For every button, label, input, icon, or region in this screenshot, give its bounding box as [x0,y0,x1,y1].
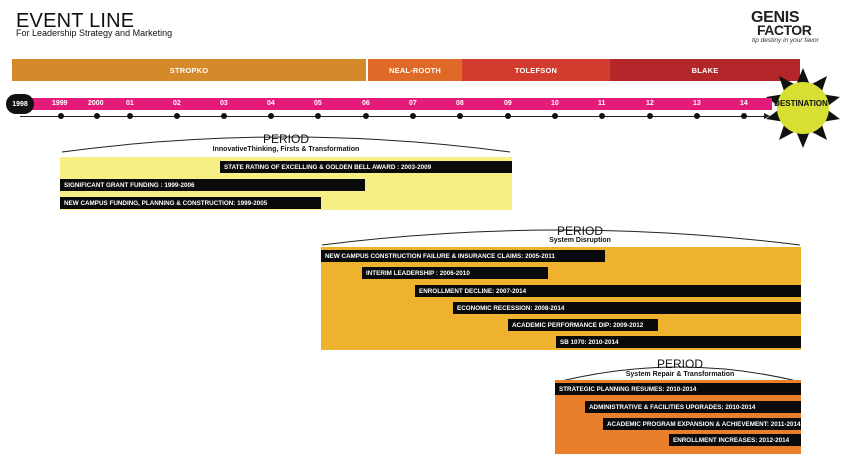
event-bar: ECONOMIC RECESSION: 2008-2014 [453,302,801,314]
destination-sun-icon [766,68,840,148]
logo-line1: GENIS [751,9,800,26]
leader-label: STROPKO [169,65,209,75]
tick-label: 03 [220,100,228,107]
year-dot [741,113,747,119]
tick-label: 06 [362,100,370,107]
year-dot [647,113,653,119]
leader-blake: BLAKE [610,59,800,81]
timeline-start-label: 1998 [12,100,28,108]
leader-tolefson: TOLEFSON [462,59,610,81]
tick-label: 05 [314,100,322,107]
event-bar: ADMINISTRATIVE & FACILITIES UPGRADES: 20… [585,401,801,413]
year-dot [58,113,64,119]
tick-label: 12 [646,100,654,107]
year-dot [505,113,511,119]
tick-label: 08 [456,100,464,107]
tick-label: 14 [740,100,748,107]
period-subtitle: System Disruption [549,237,611,244]
event-bar: ENROLLMENT INCREASES: 2012-2014 [669,434,801,446]
leader-label: TOLEFSON [514,65,558,75]
logo-tagline: tip destiny in your favor [752,37,819,44]
leader-label: NEAL-ROOTH [389,65,441,75]
year-dot [174,113,180,119]
tick-label: 1999 [52,100,68,107]
event-bar: NEW CAMPUS CONSTRUCTION FAILURE & INSURA… [321,250,605,262]
period-subtitle: InnovativeThinking, Firsts & Transformat… [212,146,360,153]
period-arc [321,229,801,246]
year-dot [315,113,321,119]
tick-label: 11 [598,100,606,107]
period-title: PERIOD [262,132,309,146]
year-dot [694,113,700,119]
tick-label: 07 [409,100,417,107]
year-dot [410,113,416,119]
tick-label: 09 [504,100,512,107]
year-dot [363,113,369,119]
page-title: EVENT LINE [16,10,135,32]
period-subtitle: System Repair & Transformation [625,371,735,378]
axis-arrow-icon [764,113,770,119]
event-bar: STATE RATING OF EXCELLING & GOLDEN BELL … [220,161,512,173]
event-bar: ACADEMIC PROGRAM EXPANSION & ACHIEVEMENT… [603,418,801,430]
year-dot [127,113,133,119]
event-bar: SB 1070: 2010-2014 [556,336,801,348]
year-dot [552,113,558,119]
logo-line2: FACTOR [757,22,812,38]
event-bar: ACADEMIC PERFORMANCE DIP: 2009-2012 [508,319,658,331]
period-title: PERIOD [556,224,603,238]
tick-label: 01 [126,100,134,107]
timeline-bar [20,98,772,110]
event-bar: ENROLLMENT DECLINE: 2007-2014 [415,285,801,297]
event-bar: INTERIM LEADERSHIP : 2006-2010 [362,267,548,279]
event-bar: STRATEGIC PLANNING RESUMES: 2010-2014 [555,383,801,395]
tick-label: 2000 [88,100,104,107]
year-dot [268,113,274,119]
destination-label: DESTINATION [774,99,828,108]
year-dot [94,113,100,119]
timeline-start: 1998 [6,94,34,114]
leader-label: BLAKE [691,65,719,75]
tick-label: 13 [693,100,701,107]
leader-stropko: STROPKO [12,59,366,81]
tick-label: 02 [173,100,181,107]
event-bar: NEW CAMPUS FUNDING, PLANNING & CONSTRUCT… [60,197,321,209]
page-subtitle: For Leadership Strategy and Marketing [16,28,173,38]
tick-label: 10 [551,100,559,107]
period-arc [556,366,802,383]
leader-neal-rooth: NEAL-ROOTH [368,59,462,81]
tick-label: 04 [267,100,275,107]
period-title: PERIOD [656,357,703,371]
event-bar: SIGNIFICANT GRANT FUNDING : 1999-2006 [60,179,365,191]
period-arc [61,136,511,153]
year-dot [221,113,227,119]
period-panel [321,247,801,350]
year-dot [599,113,605,119]
year-dot [457,113,463,119]
year-axis-line [20,116,768,117]
